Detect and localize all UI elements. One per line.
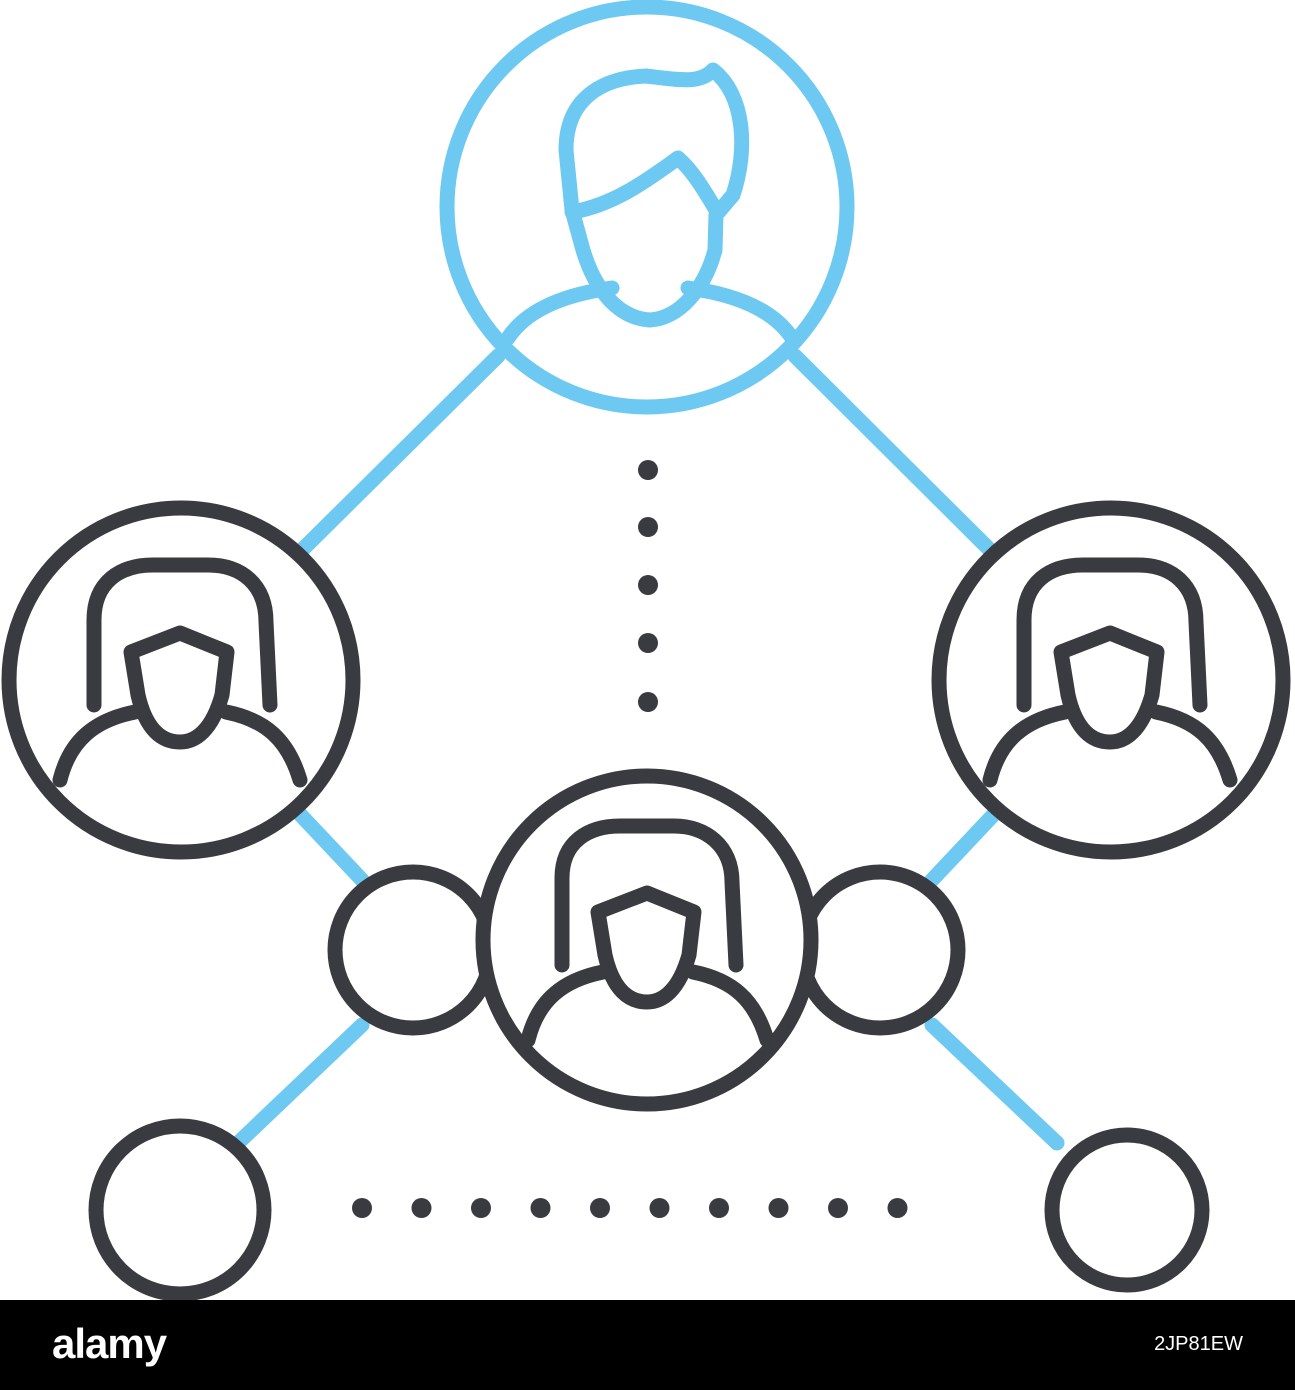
- leader-head: [558, 62, 750, 328]
- member-avatar-ring-left: [1, 500, 361, 860]
- horizontal-dot: [352, 1198, 372, 1218]
- member-hair-right: [1016, 557, 1208, 713]
- member-hair-left: [86, 557, 278, 713]
- vertical-dot: [638, 517, 658, 537]
- watermark-bar: alamy 2JP81EW: [0, 1300, 1295, 1390]
- connector-top-right: [787, 348, 1000, 560]
- center-side-circle-left: [327, 864, 499, 1036]
- vertical-dot: [638, 633, 658, 653]
- leader-avatar-ring: [439, 0, 855, 415]
- member-avatar-icon-center: [475, 768, 819, 1112]
- bottom-node-left: [88, 1118, 272, 1300]
- bottom-nodes: [88, 1118, 1210, 1300]
- member-face-left: [123, 625, 235, 750]
- member-face-right: [1053, 625, 1165, 750]
- horizontal-dot: [590, 1198, 610, 1218]
- member-shoulders-center: [520, 964, 775, 1048]
- vertical-dot: [638, 692, 658, 712]
- horizontal-dot: [887, 1198, 908, 1218]
- vertical-dot: [638, 460, 658, 480]
- horizontal-dotted-line: [352, 1198, 908, 1218]
- horizontal-dot: [649, 1198, 670, 1218]
- horizontal-dot: [828, 1198, 848, 1218]
- member-avatar-icon-left: [1, 500, 361, 860]
- member-avatar-icon-right: [931, 500, 1291, 860]
- image-id: 2JP81EW: [1154, 1333, 1243, 1355]
- member-shoulders-left: [52, 704, 308, 788]
- leader-hair-line: [564, 150, 724, 220]
- center-side-circle-right: [794, 864, 966, 1036]
- member-face-center: [590, 885, 702, 1010]
- connector-center-bottom-left: [230, 1017, 370, 1151]
- leader-avatar-icon: [439, 0, 855, 415]
- bottom-node-right: [1044, 1127, 1210, 1293]
- member-avatar-ring-right: [931, 500, 1291, 860]
- member-hair-center: [554, 818, 744, 973]
- horizontal-dot: [709, 1198, 729, 1218]
- leader-shoulders: [500, 280, 800, 346]
- connector-center-bottom-right: [924, 1017, 1065, 1151]
- connector-top-left: [292, 348, 506, 560]
- horizontal-dot: [411, 1198, 432, 1218]
- network-illustration: [1, 0, 1291, 1300]
- member-shoulders-right: [982, 704, 1238, 788]
- vertical-dotted-line: [638, 460, 658, 712]
- horizontal-dot: [530, 1198, 551, 1218]
- horizontal-dot: [768, 1198, 789, 1218]
- vertical-dot: [638, 575, 658, 595]
- connector-right-center: [924, 802, 1006, 888]
- connector-lines: [230, 348, 1065, 1151]
- brand-logo: alamy: [52, 1320, 167, 1367]
- horizontal-dot: [471, 1198, 491, 1218]
- connector-left-center: [288, 802, 370, 888]
